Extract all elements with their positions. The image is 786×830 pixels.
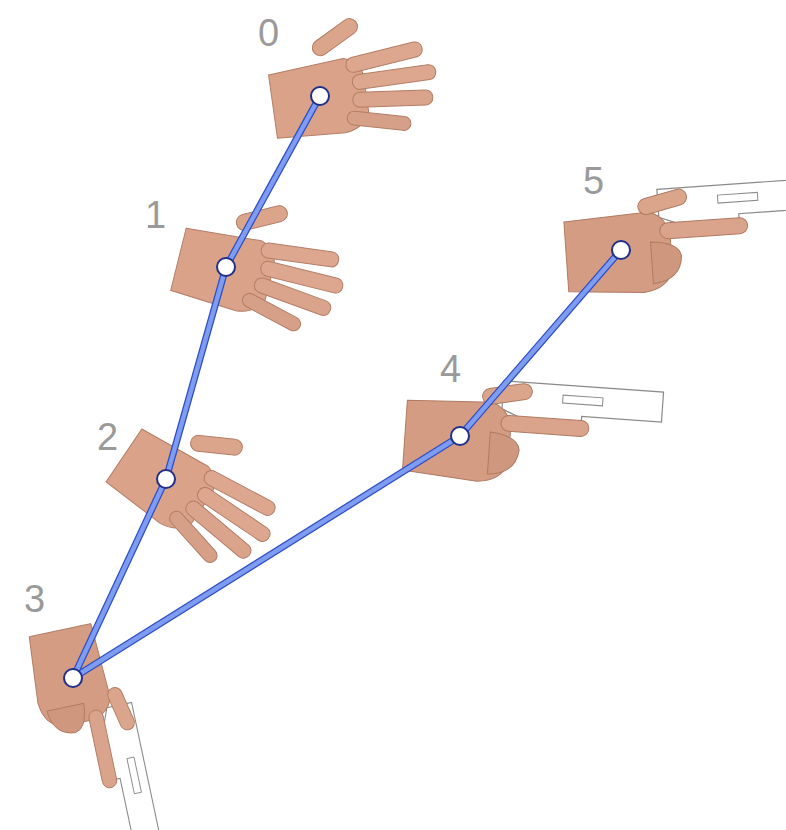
callout-number: 0	[258, 14, 279, 52]
callout-number: 1	[145, 196, 166, 234]
motion-path-fill	[73, 96, 621, 678]
callout-number: 2	[97, 418, 118, 456]
key-points	[64, 87, 630, 687]
hand-3	[24, 619, 162, 830]
motion-path	[73, 96, 621, 678]
hand-0	[262, 5, 443, 150]
callout-number: 5	[583, 162, 604, 200]
callout-number: 3	[24, 580, 45, 618]
callout-number: 4	[440, 350, 461, 388]
hand-4	[402, 374, 664, 494]
